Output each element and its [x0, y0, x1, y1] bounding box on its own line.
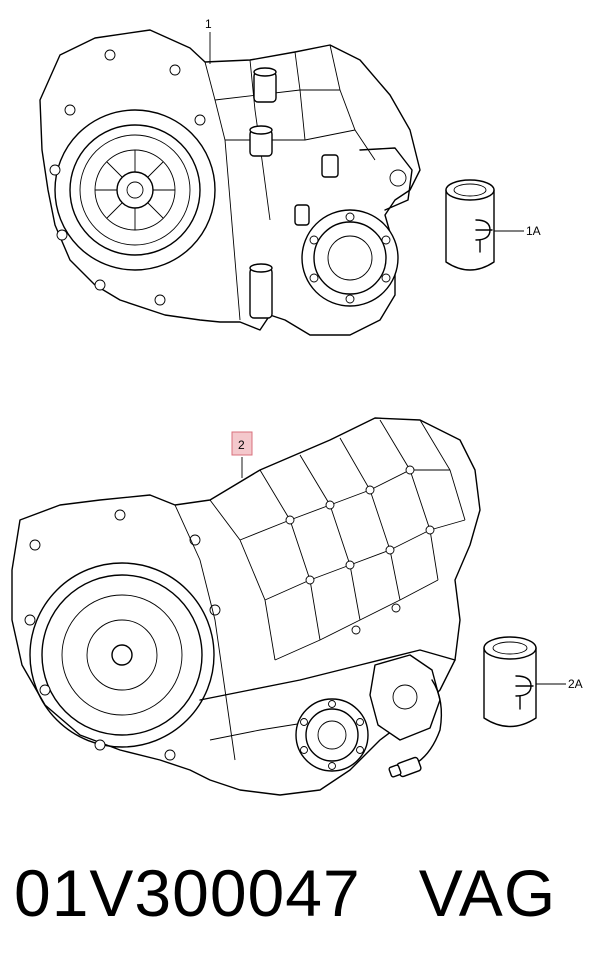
oil-bottle-2a-illustration	[483, 636, 566, 728]
part-number: 01V300047	[14, 856, 361, 930]
callout-1a: 1A	[526, 224, 541, 238]
callout-2-highlight-box	[231, 431, 253, 456]
oil-bottle-1a-illustration	[445, 179, 524, 271]
manual-gearbox-illustration	[39, 29, 421, 336]
brand-label: VAG	[418, 856, 557, 930]
callout-2: 2	[238, 438, 245, 452]
callout-2a: 2A	[568, 677, 583, 691]
part-number-caption: 01V300047 VAG	[14, 838, 594, 948]
automatic-gearbox-illustration	[11, 417, 481, 796]
callout-1: 1	[205, 17, 212, 31]
